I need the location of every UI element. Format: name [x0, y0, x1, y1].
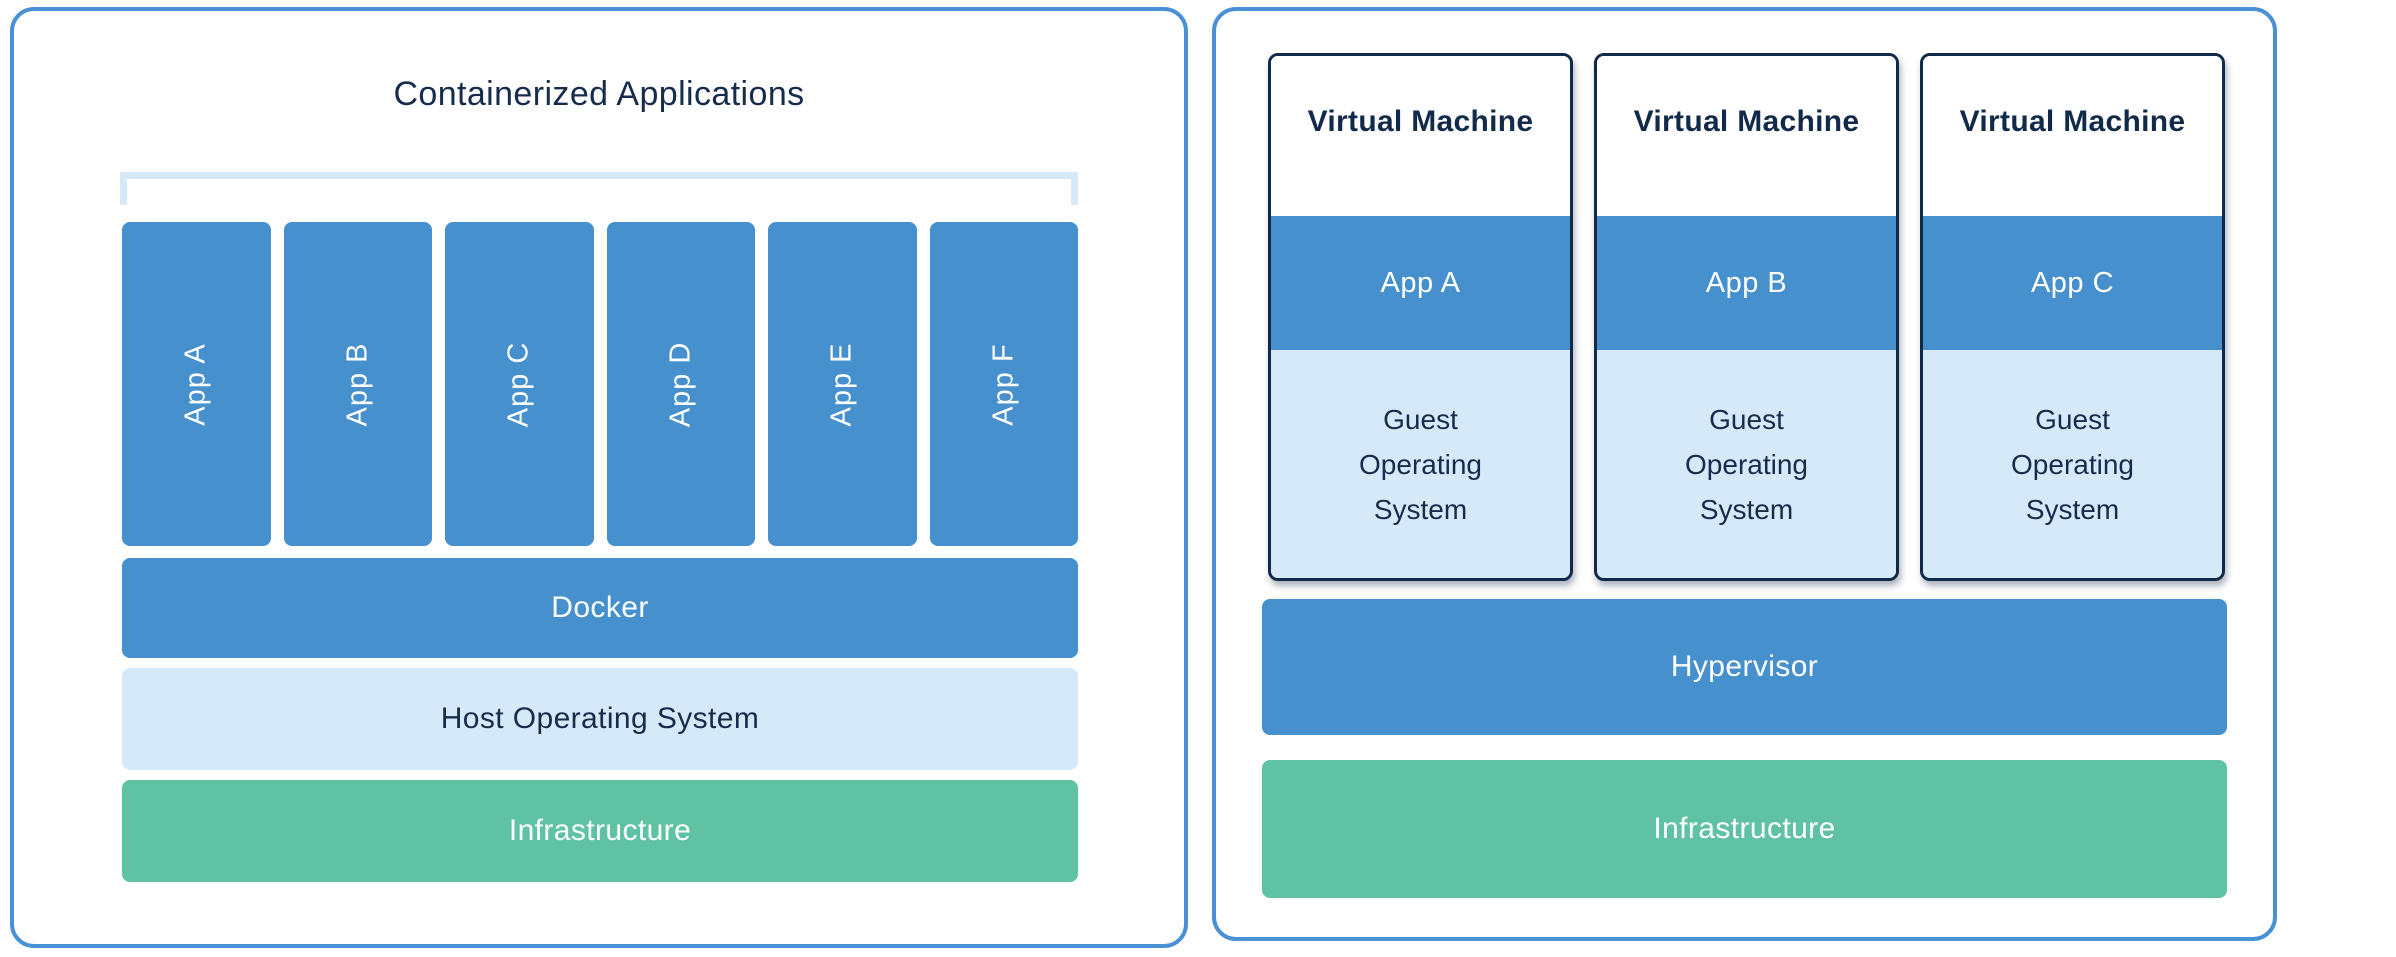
vm-3-guest-os: Guest Operating System — [1923, 350, 2222, 578]
vm-3-title: Virtual Machine — [1923, 56, 2222, 216]
infrastructure-layer-right: Infrastructure — [1262, 760, 2227, 898]
apps-group-bracket — [120, 172, 1078, 205]
vm-2-guest-os-label: Guest Operating System — [1685, 403, 1808, 525]
vm-1-title: Virtual Machine — [1271, 56, 1570, 216]
container-app-e-label: App E — [825, 342, 858, 426]
container-apps-row: App A App B App C App D App E App F — [122, 222, 1078, 546]
vm-3-app: App C — [1923, 216, 2222, 350]
container-app-c-label: App C — [502, 341, 535, 427]
container-app-d-label: App D — [664, 341, 697, 427]
vm-2-app: App B — [1597, 216, 1896, 350]
vm-1-guest-os: Guest Operating System — [1271, 350, 1570, 578]
container-app-c: App C — [445, 222, 594, 546]
virtual-machines-panel: Virtual Machine App A Guest Operating Sy… — [1212, 7, 2277, 941]
virtual-machine-box-1: Virtual Machine App A Guest Operating Sy… — [1268, 53, 1573, 581]
container-app-b: App B — [283, 222, 432, 546]
vm-2-title: Virtual Machine — [1597, 56, 1896, 216]
vm-1-app: App A — [1271, 216, 1570, 350]
hypervisor-layer: Hypervisor — [1262, 599, 2227, 735]
containerized-applications-title: Containerized Applications — [393, 75, 805, 113]
vm-1-guest-os-label: Guest Operating System — [1359, 403, 1482, 525]
container-app-f: App F — [929, 222, 1078, 546]
container-app-e: App E — [768, 222, 917, 546]
docker-layer: Docker — [122, 558, 1078, 658]
virtual-machine-box-2: Virtual Machine App B Guest Operating Sy… — [1594, 53, 1899, 581]
vm-3-guest-os-label: Guest Operating System — [2011, 403, 2134, 525]
container-app-f-label: App F — [987, 342, 1020, 426]
infrastructure-layer-left: Infrastructure — [122, 780, 1078, 882]
virtual-machine-box-3: Virtual Machine App C Guest Operating Sy… — [1920, 53, 2225, 581]
containerized-applications-panel: Containerized Applications App A App B A… — [10, 7, 1188, 948]
container-app-b-label: App B — [341, 342, 374, 426]
host-operating-system-layer: Host Operating System — [122, 668, 1078, 770]
container-app-d: App D — [606, 222, 755, 546]
container-app-a-label: App A — [179, 342, 212, 426]
vm-2-guest-os: Guest Operating System — [1597, 350, 1896, 578]
container-app-a: App A — [122, 222, 271, 546]
